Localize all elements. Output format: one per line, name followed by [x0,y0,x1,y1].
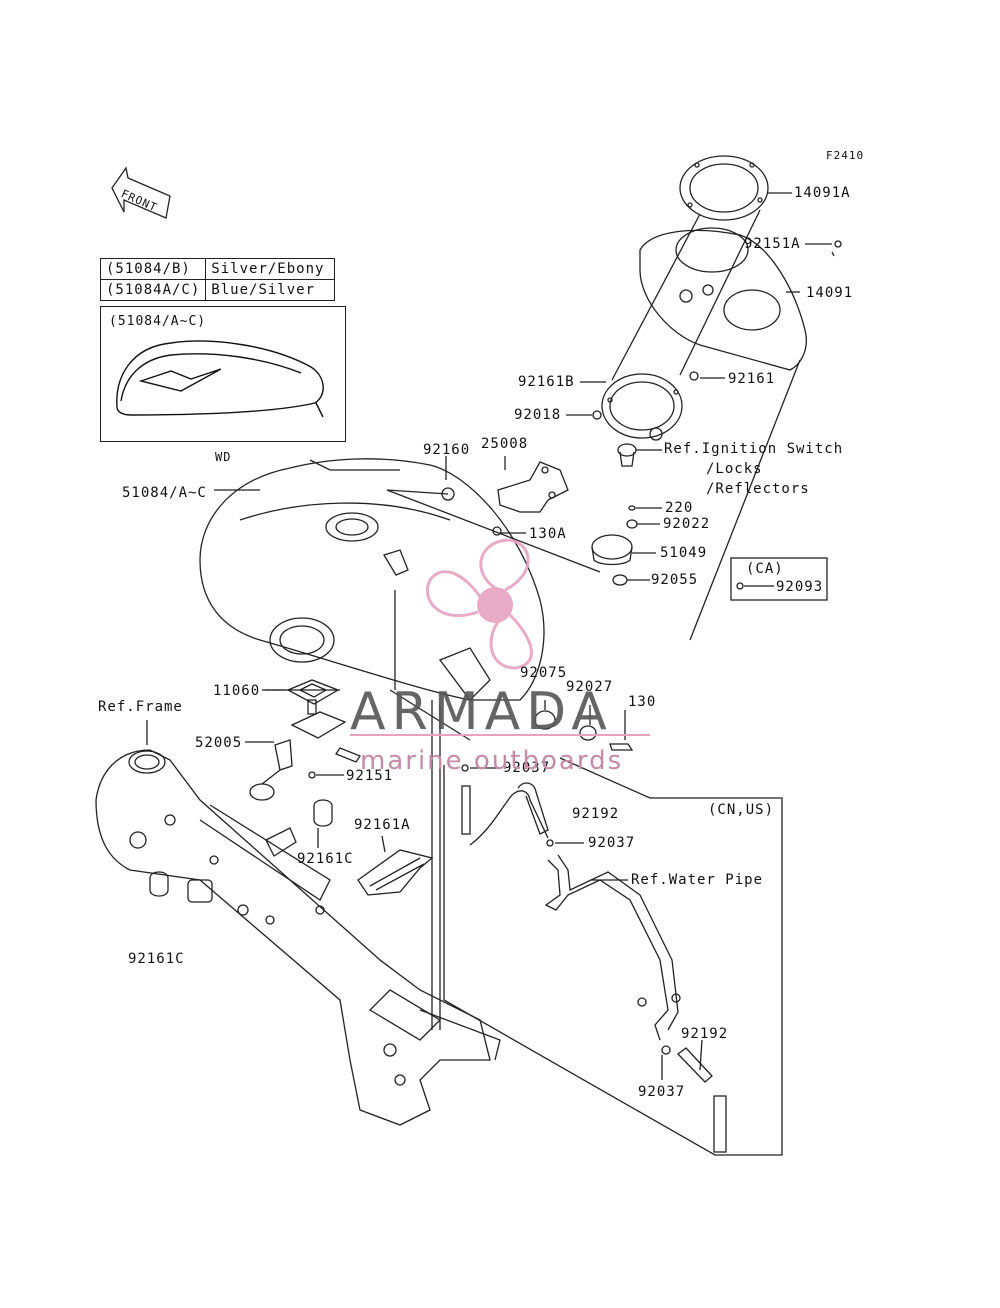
tank-decal-drawing [116,340,324,418]
callout-92075: 92075 [520,665,568,681]
callout-220: 220 [665,500,694,516]
callout-92037-c: 92037 [638,1084,686,1100]
legend-code: (51084A/C) [99,279,207,301]
callout-92161C-a: 92161C [297,851,354,867]
callout-92151: 92151 [346,768,394,784]
callout-cn-us: (CN,US) [708,802,775,818]
callout-ref-locks: /Locks [706,461,763,477]
fuel-hose [461,764,549,846]
inset-title: (51084/A~C) [109,314,207,329]
fuel-tank-body [199,458,601,741]
front-arrow-icon [111,166,171,219]
watermark-brand: ARMADA [350,682,613,742]
callout-ref-reflectors: /Reflectors [706,481,810,497]
fuel-cap-51049 [591,443,662,586]
fuel-pump-52005 [245,679,361,801]
callout-ref-frame: Ref.Frame [98,699,183,715]
callout-92161: 92161 [728,371,776,387]
callout-14091A: 14091A [794,185,851,201]
legend-row: (51084/B) Silver/Ebony [99,258,336,280]
callout-92160: 92160 [423,442,471,458]
frame-assembly [95,720,501,1126]
callout-130A: 130A [529,526,567,542]
legend-row: (51084A/C) Blue/Silver [99,279,336,301]
callout-92161C-b: 92161C [128,951,185,967]
color-legend-table: (51084/B) Silver/Ebony (51084A/C) Blue/S… [99,258,336,301]
callout-ca: (CA) [746,561,784,577]
legend-color: Blue/Silver [205,279,336,301]
callout-92018: 92018 [514,407,562,423]
damper-92075 [534,700,634,751]
meter-cover-14091 [639,227,842,371]
callout-92161A: 92161A [354,817,411,833]
callout-92093: 92093 [776,579,824,595]
callout-ref-ignition: Ref.Ignition Switch [664,441,844,457]
bracket-25008 [441,456,569,536]
callout-92192-a: 92192 [572,806,620,822]
meter-gasket-14091A [679,155,792,221]
watermark-tagline: marine outboards [360,746,624,776]
water-pipe [544,839,727,1153]
legend-color: Silver/Ebony [205,258,336,280]
legend-code: (51084/B) [99,258,207,280]
callout-92037-a: 92037 [503,760,551,776]
callout-52005: 52005 [195,735,243,751]
callout-92151A: 92151A [744,236,801,252]
callout-11060: 11060 [213,683,261,699]
callout-92022: 92022 [663,516,711,532]
callout-92161B: 92161B [518,374,575,390]
callout-14091: 14091 [806,285,854,301]
callout-51084: 51084/A~C [122,485,207,501]
callout-92027: 92027 [566,679,614,695]
callout-25008: 25008 [481,436,529,452]
callout-51049: 51049 [660,545,708,561]
callout-92037-b: 92037 [588,835,636,851]
pad-92161A [357,835,434,896]
tank-decal-inset: (51084/A~C) [100,306,346,442]
watermark-logo [426,538,533,670]
callout-130: 130 [628,694,657,710]
callout-92055: 92055 [651,572,699,588]
callout-92192-b: 92192 [681,1026,729,1042]
meter-bracket-92161B [566,371,725,441]
callout-ref-water-pipe: Ref.Water Pipe [631,872,764,888]
figure-code: F2410 [826,149,865,162]
inset-caption: WD [215,450,232,464]
